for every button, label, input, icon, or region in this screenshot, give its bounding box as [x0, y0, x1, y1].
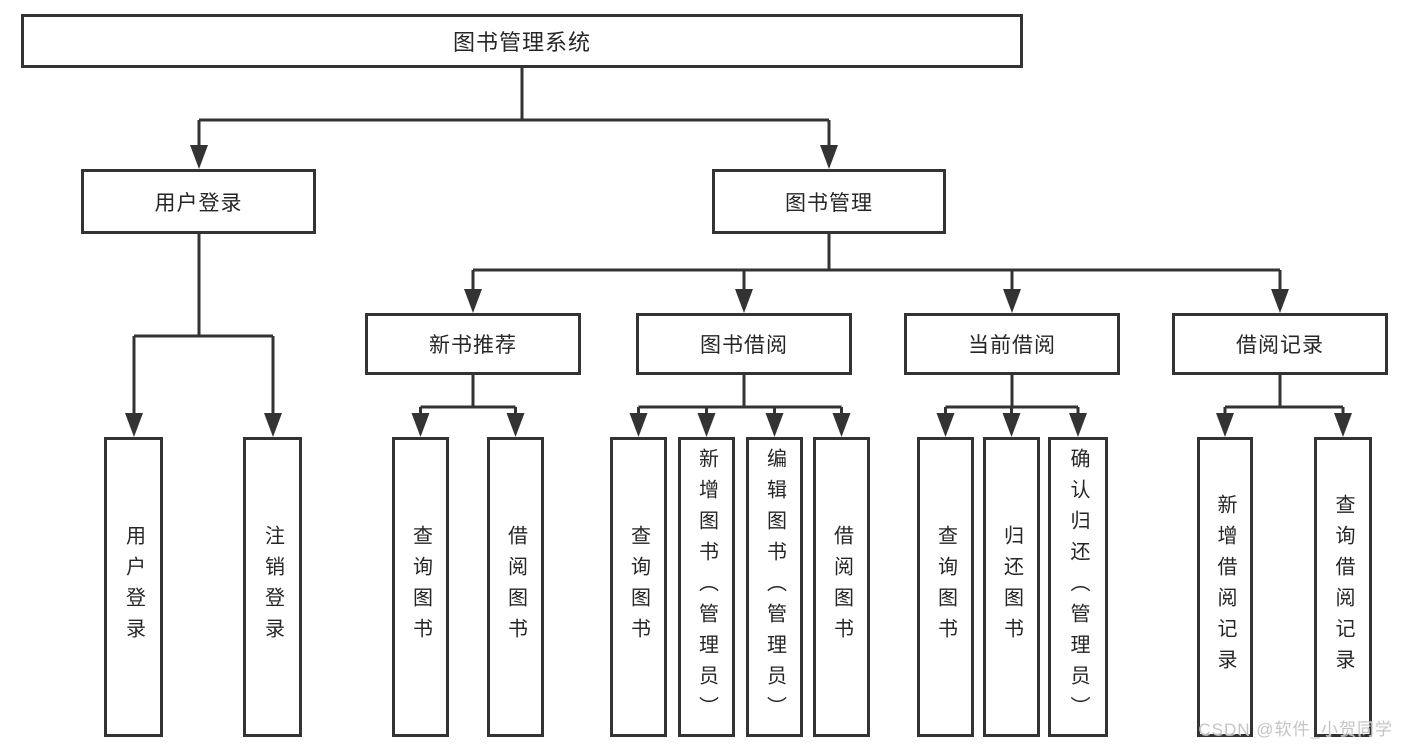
node-leaf-add-borrow-record-label: 新增借阅记录 [1214, 494, 1236, 680]
node-book-borrowing: 图书借阅 [636, 313, 852, 375]
node-root-label: 图书管理系统 [452, 30, 591, 55]
connector-current-borrowing-children [936, 375, 1087, 437]
node-leaf-add-books-admin: 新增图书（管理员） [678, 437, 735, 737]
node-borrowing-records-label: 借阅记录 [1236, 334, 1324, 357]
node-leaf-edit-books-admin-label: 编辑图书（管理员） [763, 447, 786, 727]
node-leaf-query-books-current: 查询图书 [917, 437, 974, 737]
node-book-borrowing-label: 图书借阅 [700, 334, 788, 357]
connector-book-borrowing-children [629, 375, 851, 437]
node-leaf-edit-books-admin: 编辑图书（管理员） [746, 437, 803, 737]
node-leaf-borrow-books: 借阅图书 [813, 437, 870, 737]
node-leaf-user-login-label: 用户登录 [122, 525, 145, 649]
node-new-book-recommend-label: 新书推荐 [429, 334, 517, 357]
node-current-borrowing-label: 当前借阅 [968, 334, 1056, 357]
node-leaf-query-books-borrowing-label: 查询图书 [627, 525, 650, 649]
node-leaf-query-borrow-record: 查询借阅记录 [1314, 437, 1372, 737]
node-leaf-confirm-return-admin: 确认归还（管理员） [1048, 437, 1108, 737]
node-leaf-query-borrow-record-label: 查询借阅记录 [1332, 494, 1354, 680]
node-leaf-borrow-books-recommend-label: 借阅图书 [504, 525, 527, 649]
node-leaf-query-books-recommend-label: 查询图书 [409, 525, 432, 649]
node-book-management-label: 图书管理 [785, 191, 873, 215]
node-new-book-recommend: 新书推荐 [365, 313, 581, 375]
node-leaf-user-login: 用户登录 [104, 437, 163, 737]
connector-borrowing-records-children [1216, 375, 1352, 437]
node-user-login: 用户登录 [81, 169, 316, 234]
node-leaf-query-books-recommend: 查询图书 [392, 437, 449, 737]
connector-book-management-children [464, 234, 1289, 313]
node-leaf-logout-label: 注销登录 [261, 525, 284, 649]
node-leaf-query-books-current-label: 查询图书 [934, 525, 957, 649]
node-root-library-system: 图书管理系统 [21, 14, 1023, 68]
csdn-watermark: CSDN @软件_小贺同学 [1198, 720, 1393, 739]
node-leaf-return-books: 归还图书 [983, 437, 1040, 737]
node-leaf-borrow-books-label: 借阅图书 [830, 525, 853, 649]
node-current-borrowing: 当前借阅 [904, 313, 1120, 375]
connector-user-login-children [125, 234, 282, 437]
node-book-management: 图书管理 [712, 169, 946, 234]
connector-new-book-children [411, 375, 525, 437]
node-leaf-query-books-borrowing: 查询图书 [610, 437, 667, 737]
node-leaf-return-books-label: 归还图书 [1000, 525, 1023, 649]
node-leaf-logout: 注销登录 [243, 437, 302, 737]
node-leaf-add-books-admin-label: 新增图书（管理员） [695, 447, 718, 727]
node-leaf-add-borrow-record: 新增借阅记录 [1197, 437, 1253, 737]
connector-root-to-level2 [190, 68, 838, 169]
node-user-login-label: 用户登录 [154, 191, 243, 215]
node-leaf-confirm-return-admin-label: 确认归还（管理员） [1067, 447, 1089, 727]
node-leaf-borrow-books-recommend: 借阅图书 [487, 437, 544, 737]
node-borrowing-records: 借阅记录 [1172, 313, 1388, 375]
